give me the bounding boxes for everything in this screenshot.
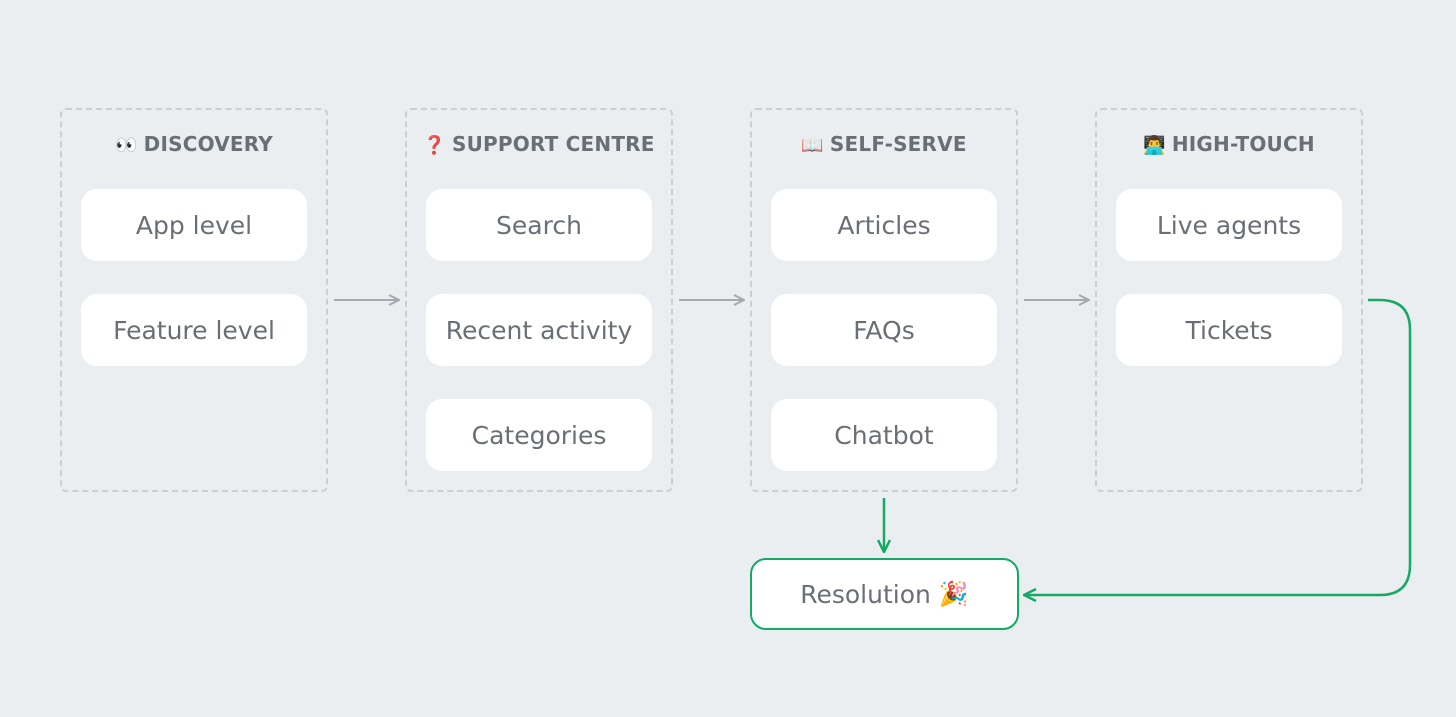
column-title-text: HIGH-TOUCH (1171, 132, 1315, 156)
column-title-self-serve: 📖SELF-SERVE (752, 132, 1016, 156)
resolution-label: Resolution (800, 579, 931, 609)
column-self-serve: 📖SELF-SERVE Articles FAQs Chatbot (750, 108, 1018, 492)
column-title-text: SUPPORT CENTRE (451, 132, 655, 156)
technologist-icon: 👨‍💻 (1143, 135, 1166, 156)
column-support-centre: ❓SUPPORT CENTRE Search Recent activity C… (405, 108, 673, 492)
resolution-box: Resolution🎉 (750, 558, 1019, 630)
item-categories: Categories (426, 399, 652, 471)
item-app-level: App level (81, 189, 307, 261)
item-articles: Articles (771, 189, 997, 261)
item-feature-level: Feature level (81, 294, 307, 366)
column-discovery: 👀DISCOVERY App level Feature level (60, 108, 328, 492)
item-search: Search (426, 189, 652, 261)
column-title-high-touch: 👨‍💻HIGH-TOUCH (1097, 132, 1361, 156)
column-title-discovery: 👀DISCOVERY (62, 132, 326, 156)
column-title-text: DISCOVERY (143, 132, 273, 156)
column-title-text: SELF-SERVE (829, 132, 967, 156)
item-faqs: FAQs (771, 294, 997, 366)
question-mark-icon: ❓ (423, 135, 446, 156)
item-chatbot: Chatbot (771, 399, 997, 471)
column-title-support-centre: ❓SUPPORT CENTRE (407, 132, 671, 156)
open-book-icon: 📖 (801, 135, 824, 156)
item-tickets: Tickets (1116, 294, 1342, 366)
party-popper-icon: 🎉 (938, 580, 969, 608)
item-recent-activity: Recent activity (426, 294, 652, 366)
item-live-agents: Live agents (1116, 189, 1342, 261)
column-high-touch: 👨‍💻HIGH-TOUCH Live agents Tickets (1095, 108, 1363, 492)
eyes-icon: 👀 (115, 135, 138, 156)
